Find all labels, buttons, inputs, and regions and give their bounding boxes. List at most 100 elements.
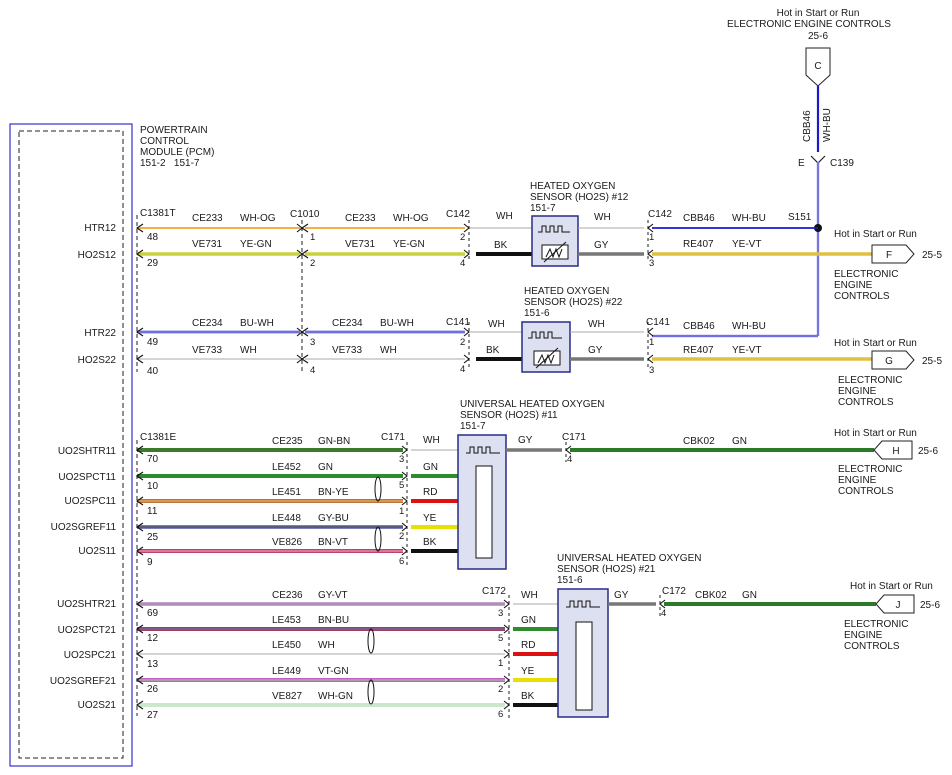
pcm-pin-numbers: 48 29 49 40 70 10 11 25 9 69 12 13 26 27	[147, 232, 159, 721]
s12-bk-label: BK	[494, 240, 508, 251]
c172-pin-2: 2	[498, 684, 503, 695]
wh-label-ve733-2: WH	[380, 345, 397, 356]
wh-og-label-2: WH-OG	[393, 213, 429, 224]
re407-label-2: RE407	[683, 345, 714, 356]
c172-right-label: C172	[662, 586, 686, 597]
c142-right-label: C142	[648, 209, 672, 220]
vt-gn-label: VT-GN	[318, 666, 349, 677]
uho2s11-element-icon	[475, 465, 493, 559]
c1010-pin-3: 3	[310, 337, 315, 348]
arrow-c142r-3	[647, 249, 654, 259]
ho2s12-title-1: HEATED OXYGEN	[530, 181, 615, 192]
pcm-title-line2: CONTROL	[140, 136, 189, 147]
c142-left-label: C142	[446, 209, 470, 220]
ce233-label-1: CE233	[192, 213, 223, 224]
c172-pin-5: 5	[498, 633, 503, 644]
pin-uo2s11: UO2S11	[78, 546, 116, 557]
c172-pin-1: 1	[498, 658, 503, 669]
gn-label-cbk02-1: GN	[732, 436, 747, 447]
pin-number-49: 49	[147, 337, 159, 348]
c142-pin-2: 2	[460, 232, 465, 243]
wh-bu-label-2: WH-BU	[732, 321, 766, 332]
c171-pin-1: 1	[399, 506, 404, 517]
c171-right-label: C171	[562, 432, 586, 443]
ho2s12-title-2: SENSOR (HO2S) #12	[530, 192, 629, 203]
dest-j-eec1: ELECTRONIC	[844, 619, 908, 630]
uho2s21-ref: 151-6	[557, 575, 583, 586]
dest-j-eec2: ENGINE	[844, 630, 883, 641]
dest-h-flag	[873, 440, 913, 460]
dest-f-eec3: CONTROLS	[834, 291, 890, 302]
c1381t-label: C1381T	[140, 208, 176, 219]
bu-wh-label-2: BU-WH	[380, 318, 414, 329]
top-source-pin: E	[798, 158, 805, 169]
c141-left-label: C141	[446, 317, 470, 328]
ve827-label: VE827	[272, 691, 302, 702]
c1010-label: C1010	[290, 209, 320, 220]
c142-right-pin-1: 1	[649, 232, 654, 243]
pin-number-48: 48	[147, 232, 159, 243]
s22-gy-right-label: GY	[588, 345, 603, 356]
twist-marker-1	[374, 476, 382, 502]
dest-f-flag	[871, 244, 915, 264]
uho2s21-element-icon	[575, 621, 593, 711]
c171-pin-6: 6	[399, 556, 404, 567]
c171-pin-3: 3	[399, 454, 404, 465]
pin-number-25: 25	[147, 532, 159, 543]
arrow-c171-5	[401, 471, 408, 481]
arrow-c172-1	[503, 649, 510, 659]
ve826-label: VE826	[272, 537, 302, 548]
c171-right-pin-4: 4	[567, 454, 572, 465]
pcm-refs: 151-2 151-7	[140, 158, 200, 169]
dest-h-eec3: CONTROLS	[838, 486, 894, 497]
uho2s11-title-1: UNIVERSAL HEATED OXYGEN	[460, 399, 604, 410]
s12-wh-right-label: WH	[594, 212, 611, 223]
s11-bk-label: BK	[423, 537, 437, 548]
c139-label: C139	[830, 158, 854, 169]
ho2s22-ref: 151-6	[524, 308, 550, 319]
top-source-wire-id: CBB46	[802, 110, 813, 142]
pin-uo2sgref11: UO2SGREF11	[51, 522, 117, 533]
dest-j-ref: 25-6	[920, 600, 940, 611]
ye-gn-label-1: YE-GN	[240, 239, 272, 250]
cbb46-label-1: CBB46	[683, 213, 715, 224]
c1010-pin-1: 1	[310, 232, 315, 243]
pin-uo2shtr11: UO2SHTR11	[58, 446, 117, 457]
s21-wh-label: WH	[521, 590, 538, 601]
c172-pin-6: 6	[498, 709, 503, 720]
bn-bu-label: BN-BU	[318, 615, 349, 626]
dest-j-flag	[875, 594, 915, 614]
arrow-uo2s21	[136, 700, 144, 710]
top-source-wire-color: WH-BU	[822, 108, 833, 142]
ye-vt-label-1: YE-VT	[732, 239, 761, 250]
pin-number-9: 9	[147, 557, 153, 568]
dest-j-hot: Hot in Start or Run	[850, 581, 933, 592]
twist-marker-2	[374, 526, 382, 552]
pcm-title-line3: MODULE (PCM)	[140, 147, 214, 158]
dest-h-letter: H	[892, 446, 899, 457]
pin-uo2s21: UO2S21	[78, 700, 117, 711]
pin-number-11: 11	[147, 506, 158, 517]
arrow-c172r-4	[659, 599, 666, 609]
dest-g-eec2: ENGINE	[838, 386, 877, 397]
c1381e-label: C1381E	[140, 432, 176, 443]
dest-g-letter: G	[885, 356, 893, 367]
s21-gn-label: GN	[521, 615, 536, 626]
c171-left-label: C171	[381, 432, 405, 443]
pin-htr12: HTR12	[84, 223, 116, 234]
ye-gn-label-2: YE-GN	[393, 239, 425, 250]
le449-label: LE449	[272, 666, 301, 677]
dest-f-eec2: ENGINE	[834, 280, 873, 291]
c141-pin-4: 4	[460, 364, 465, 375]
ho2s12-sensor-box	[531, 215, 579, 267]
c141-right-pin-3: 3	[649, 365, 654, 376]
dest-f-eec1: ELECTRONIC	[834, 269, 898, 280]
twist-marker-3	[367, 628, 375, 654]
pin-number-10: 10	[147, 481, 159, 492]
le451-label: LE451	[272, 487, 301, 498]
arrow-c171-6	[401, 546, 408, 556]
arrow-uo2shtr21	[136, 599, 144, 609]
wh-og-label-1: WH-OG	[240, 213, 276, 224]
le453-label: LE453	[272, 615, 301, 626]
ce236-label: CE236	[272, 590, 303, 601]
